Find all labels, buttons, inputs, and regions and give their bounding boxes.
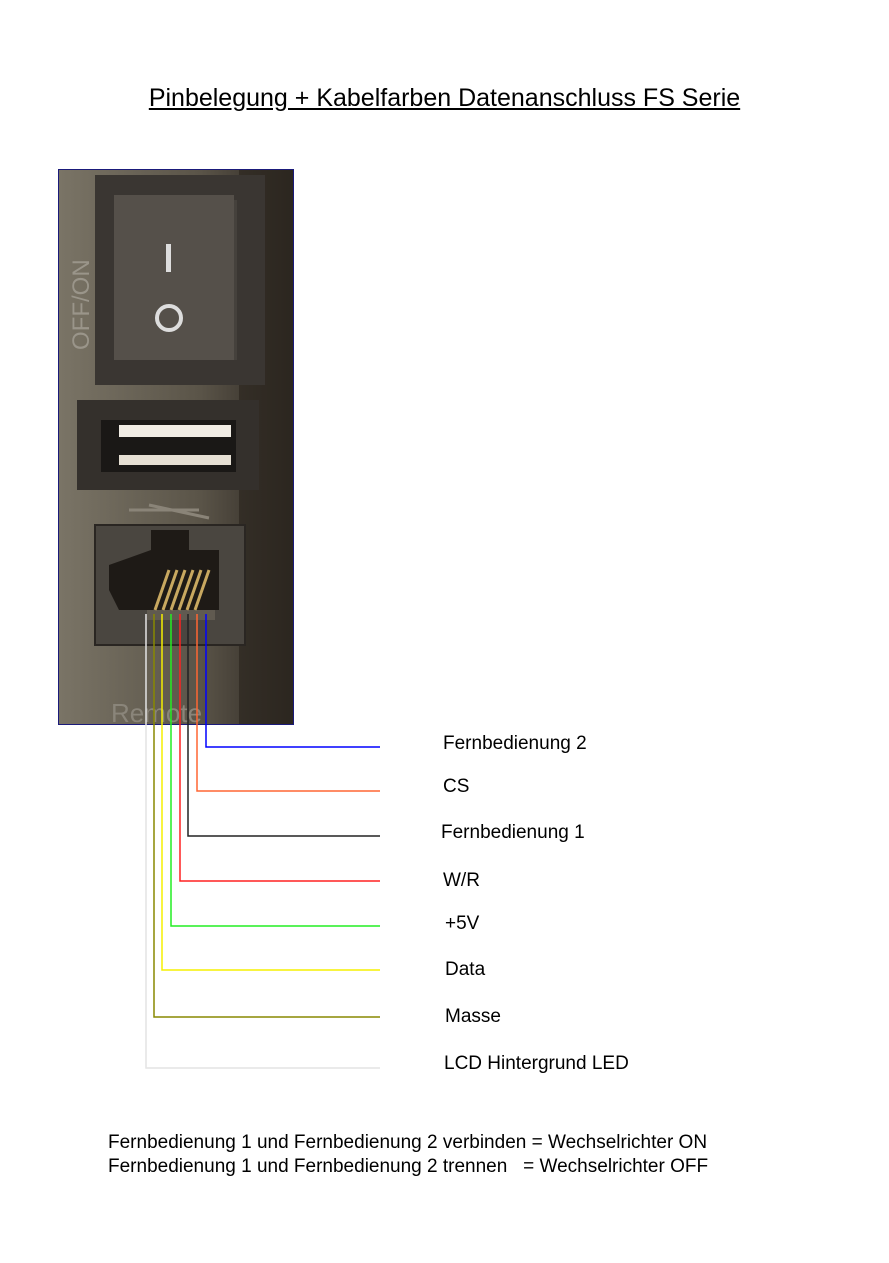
power-switch [95,175,265,385]
page-title: Pinbelegung + Kabelfarben Datenanschluss… [148,84,741,112]
pin-label: Masse [445,1006,501,1027]
device-photo: OFF/ON Remote [58,169,294,725]
port-label: Remote [111,698,202,725]
pin-label: +5V [445,913,480,934]
remote-port [94,524,246,646]
pin-label: LCD Hintergrund LED [444,1053,629,1074]
wire-5 [170,614,380,927]
wire-8 [145,614,380,1069]
pin-label: W/R [443,870,480,891]
pin-label: Fernbedienung 1 [441,822,585,843]
pin-label: CS [443,776,470,797]
usb-port [77,400,259,520]
switch-label: OFF/ON [68,259,95,350]
pin-label: Data [445,959,486,980]
note-disconnect: Fernbedienung 1 und Fernbedienung 2 tren… [108,1156,709,1177]
wire-4 [179,614,380,882]
pin-label: Fernbedienung 2 [443,733,587,754]
wire-2 [196,614,380,792]
wire-1 [205,614,380,748]
wire-3 [187,614,380,837]
note-connect: Fernbedienung 1 und Fernbedienung 2 verb… [108,1132,708,1153]
wire-6 [161,614,380,971]
wire-7 [153,614,380,1018]
